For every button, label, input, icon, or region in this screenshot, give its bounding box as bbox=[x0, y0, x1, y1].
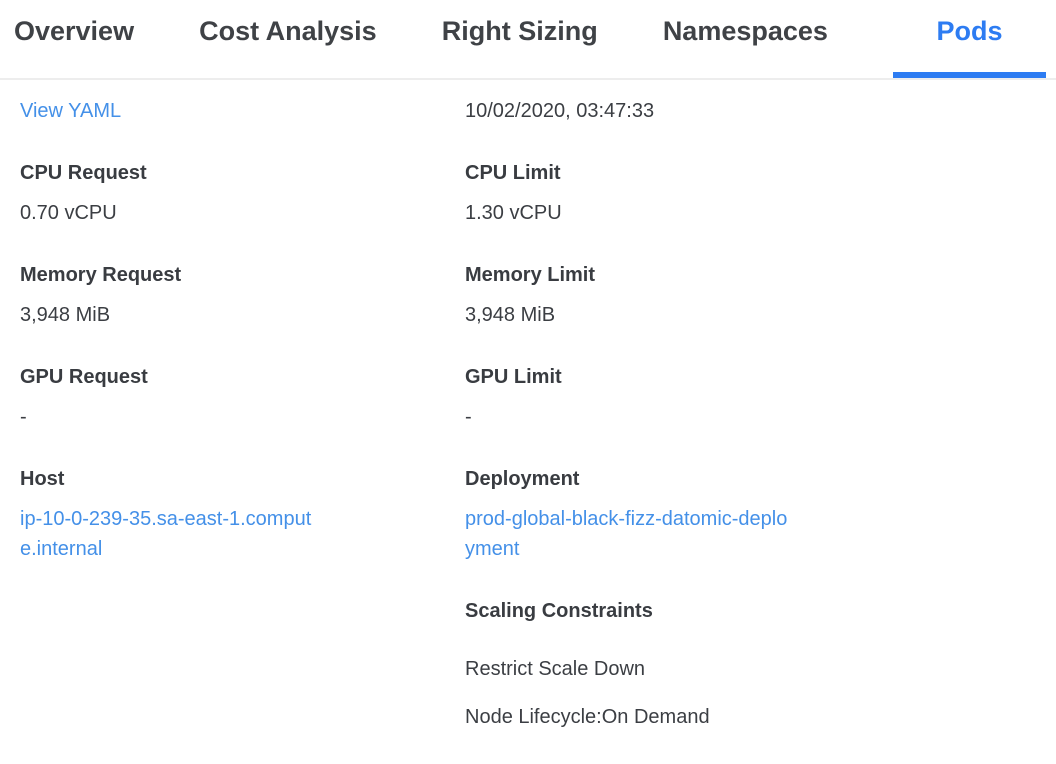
host-field: Host ip-10-0-239-35.sa-east-1.compute.in… bbox=[20, 464, 465, 564]
memory-limit-field: Memory Limit 3,948 MiB bbox=[465, 260, 1036, 330]
constraint-restrict-scale-down: Restrict Scale Down bbox=[465, 658, 646, 680]
constraint-node-lifecycle: Node Lifecycle:On Demand bbox=[465, 706, 710, 728]
tab-pods[interactable]: Pods bbox=[893, 0, 1046, 78]
host-label: Host bbox=[20, 468, 65, 490]
details-right-column: 10/02/2020, 03:47:33 CPU Limit 1.30 vCPU… bbox=[465, 96, 1036, 764]
cpu-request-value: 0.70 vCPU bbox=[20, 202, 117, 224]
memory-request-value: 3,948 MiB bbox=[20, 304, 111, 326]
deployment-link[interactable]: prod-global-black-fizz-datomic-deploymen… bbox=[465, 508, 788, 560]
memory-limit-value: 3,948 MiB bbox=[465, 304, 556, 326]
cpu-limit-value: 1.30 vCPU bbox=[465, 202, 562, 224]
gpu-request-field: GPU Request - bbox=[20, 362, 465, 432]
cpu-request-field: CPU Request 0.70 vCPU bbox=[20, 158, 465, 228]
last-updated-timestamp: 10/02/2020, 03:47:33 bbox=[465, 100, 655, 122]
gpu-request-value: - bbox=[20, 406, 27, 428]
scaling-constraints-section: Scaling Constraints Restrict Scale Down … bbox=[465, 596, 1036, 732]
deployment-field: Deployment prod-global-black-fizz-datomi… bbox=[465, 464, 1036, 564]
view-yaml-link[interactable]: View YAML bbox=[20, 100, 122, 122]
cpu-request-label: CPU Request bbox=[20, 162, 147, 184]
pod-details-panel: View YAML CPU Request 0.70 vCPU Memory R… bbox=[0, 80, 1056, 764]
memory-request-field: Memory Request 3,948 MiB bbox=[20, 260, 465, 330]
cpu-limit-label: CPU Limit bbox=[465, 162, 561, 184]
cpu-limit-field: CPU Limit 1.30 vCPU bbox=[465, 158, 1036, 228]
gpu-request-label: GPU Request bbox=[20, 366, 148, 388]
gpu-limit-field: GPU Limit - bbox=[465, 362, 1036, 432]
memory-request-label: Memory Request bbox=[20, 264, 182, 286]
tab-namespaces[interactable]: Namespaces bbox=[662, 16, 828, 46]
tab-bar: Overview Cost Analysis Right Sizing Name… bbox=[0, 0, 1056, 80]
memory-limit-label: Memory Limit bbox=[465, 264, 596, 286]
deployment-label: Deployment bbox=[465, 468, 580, 490]
gpu-limit-value: - bbox=[465, 406, 472, 428]
tab-cost-analysis[interactable]: Cost Analysis bbox=[199, 16, 377, 46]
tab-overview[interactable]: Overview bbox=[14, 16, 135, 46]
scaling-constraints-label: Scaling Constraints bbox=[465, 600, 653, 622]
details-left-column: View YAML CPU Request 0.70 vCPU Memory R… bbox=[20, 96, 465, 764]
gpu-limit-label: GPU Limit bbox=[465, 366, 562, 388]
tab-right-sizing[interactable]: Right Sizing bbox=[441, 16, 598, 46]
host-link[interactable]: ip-10-0-239-35.sa-east-1.compute.interna… bbox=[20, 508, 312, 560]
